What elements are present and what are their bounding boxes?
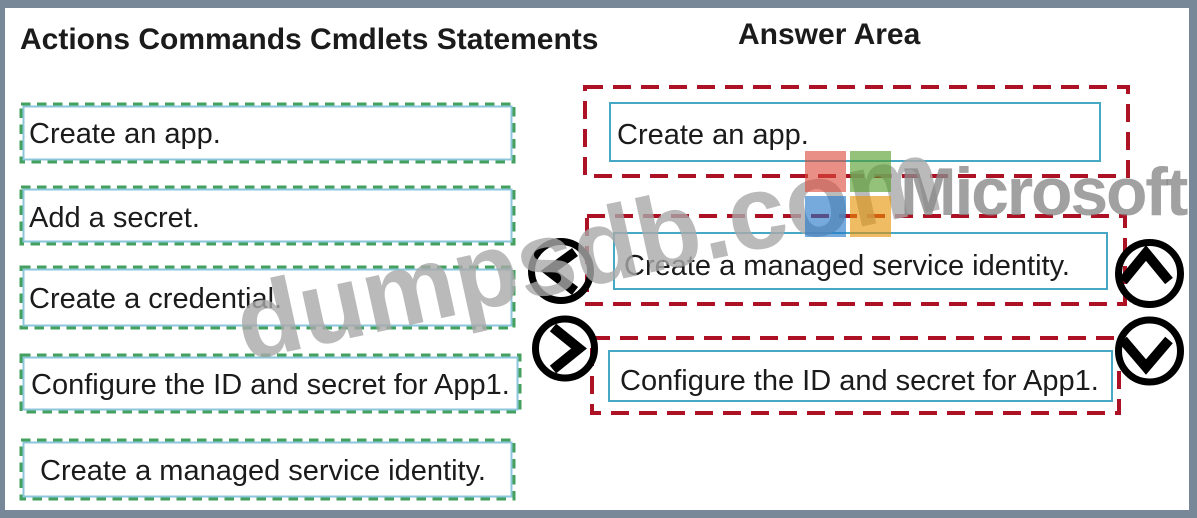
- svg-text:Create an app.: Create an app.: [617, 119, 809, 151]
- svg-text:Create a credential.: Create a credential.: [29, 283, 282, 315]
- svg-text:Configure the ID and secret fo: Configure the ID and secret for App1.: [31, 369, 510, 401]
- svg-text:Actions Commands Cmdlets State: Actions Commands Cmdlets Statements: [20, 23, 598, 56]
- svg-text:Add a secret.: Add a secret.: [29, 202, 200, 234]
- svg-text:Configure the ID and secret fo: Configure the ID and secret for App1.: [620, 365, 1099, 397]
- svg-text:Create a managed service ident: Create a managed service identity.: [40, 455, 486, 487]
- svg-text:Answer Area: Answer Area: [738, 18, 921, 51]
- svg-text:Microsoft: Microsoft: [900, 154, 1188, 230]
- svg-text:Create an app.: Create an app.: [29, 118, 221, 150]
- svg-text:Create a managed service ident: Create a managed service identity.: [624, 250, 1070, 282]
